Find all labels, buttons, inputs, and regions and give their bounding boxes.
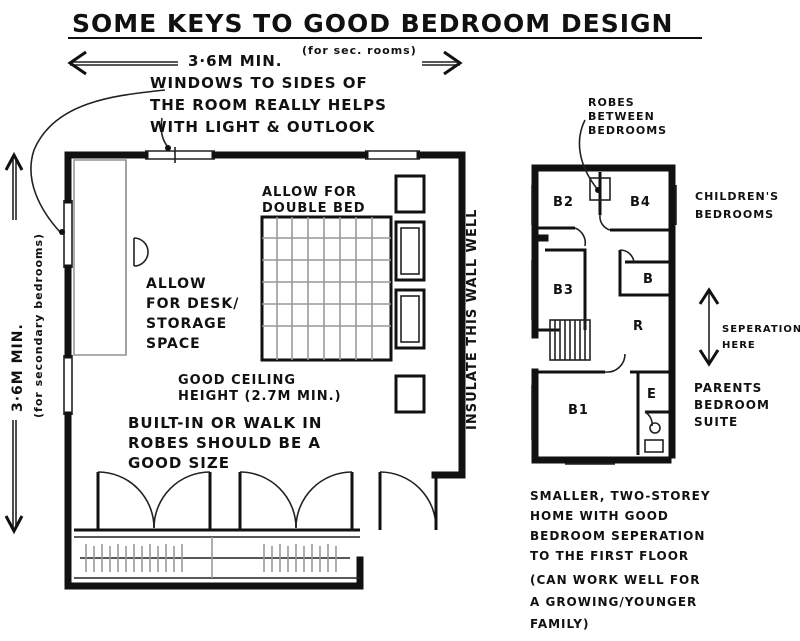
width-dimension-note: (for sec. rooms) [302, 44, 417, 57]
svg-text:BEDROOMS: BEDROOMS [695, 208, 774, 221]
desk-note: ALLOW FOR DESK/ STORAGE SPACE [146, 276, 239, 352]
windows-leader-line [30, 89, 166, 233]
width-dimension: 3·6M MIN. (for sec. rooms) [67, 44, 463, 76]
ceiling-note: GOOD CEILING HEIGHT (2.7M MIN.) [178, 373, 342, 404]
top-window-right [365, 150, 420, 160]
main-bedroom-plan [63, 147, 466, 590]
bedside-table-top [394, 174, 426, 214]
double-bed [260, 215, 426, 362]
robes-note: BUILT-IN OR WALK IN ROBES SHOULD BE A GO… [128, 414, 322, 472]
height-dimension-note: (for secondary bedrooms) [32, 233, 45, 418]
svg-text:PARENTS: PARENTS [694, 381, 762, 395]
desk-space [73, 159, 149, 356]
svg-text:HERE: HERE [722, 340, 756, 351]
robe-hangers [80, 537, 350, 578]
smaller-home-note: SMALLER, TWO-STOREY HOME WITH GOOD BEDRO… [530, 489, 711, 631]
svg-text:CHILDREN'S: CHILDREN'S [695, 190, 779, 203]
svg-text:SMALLER, TWO-STOREY: SMALLER, TWO-STOREY [530, 489, 711, 503]
svg-text:ALLOW: ALLOW [146, 276, 207, 292]
bedside-table-bottom [394, 374, 426, 414]
double-bed-note: ALLOW FOR DOUBLE BED [262, 185, 366, 216]
svg-text:WINDOWS TO SIDES OF: WINDOWS TO SIDES OF [150, 74, 368, 92]
insulate-note: INSULATE THIS WALL WELL [465, 209, 480, 430]
wardrobe-doors [96, 471, 438, 530]
robes-leader-dot [595, 187, 601, 193]
left-window-upper [63, 200, 73, 268]
svg-text:BEDROOM SEPERATION: BEDROOM SEPERATION [530, 529, 705, 543]
robes-leader-line [578, 119, 599, 191]
svg-text:BEDROOMS: BEDROOMS [588, 124, 667, 137]
childrens-note: CHILDREN'S BEDROOMS [695, 190, 779, 221]
svg-text:HEIGHT (2.7M MIN.): HEIGHT (2.7M MIN.) [178, 389, 342, 404]
left-window-lower [63, 355, 73, 415]
separation-note: SEPERATION HERE [722, 324, 800, 351]
svg-text:SEPERATION: SEPERATION [722, 324, 800, 335]
svg-text:FAMILY): FAMILY) [530, 617, 589, 631]
height-dimension-label: 3·6M MIN. [10, 323, 26, 412]
svg-text:THE ROOM REALLY HELPS: THE ROOM REALLY HELPS [150, 96, 387, 114]
page-title: SOME KEYS TO GOOD BEDROOM DESIGN [72, 9, 673, 38]
svg-text:FOR DESK/: FOR DESK/ [146, 296, 239, 312]
svg-text:BUILT-IN OR WALK IN: BUILT-IN OR WALK IN [128, 414, 322, 432]
svg-text:ALLOW FOR: ALLOW FOR [262, 185, 357, 200]
svg-text:A GROWING/YOUNGER: A GROWING/YOUNGER [530, 595, 697, 609]
svg-text:ROBES SHOULD BE A: ROBES SHOULD BE A [128, 434, 321, 452]
windows-leader-dot-left [59, 229, 65, 235]
room-b3: B3 [553, 283, 574, 298]
svg-text:BETWEEN: BETWEEN [588, 110, 655, 123]
room-e: E [647, 387, 657, 402]
windows-leader-line-2 [160, 117, 169, 148]
svg-text:ROBES: ROBES [588, 96, 635, 109]
room-r: R [633, 319, 644, 334]
parents-note: PARENTS BEDROOM SUITE [694, 381, 770, 429]
svg-text:STORAGE: STORAGE [146, 316, 227, 332]
windows-note: WINDOWS TO SIDES OF THE ROOM REALLY HELP… [150, 74, 387, 136]
room-b: B [643, 272, 654, 287]
windows-leader-dot-top [165, 145, 171, 151]
room-b4: B4 [630, 195, 651, 210]
svg-text:(CAN WORK WELL FOR: (CAN WORK WELL FOR [530, 573, 701, 587]
svg-text:BEDROOM: BEDROOM [694, 398, 770, 412]
svg-text:TO THE FIRST FLOOR: TO THE FIRST FLOOR [530, 549, 689, 563]
room-b2: B2 [553, 195, 574, 210]
two-storey-plan: B2 B4 B3 B R B1 E [531, 164, 677, 465]
stairs [549, 319, 591, 361]
svg-text:HOME WITH GOOD: HOME WITH GOOD [530, 509, 669, 523]
svg-text:WITH LIGHT & OUTLOOK: WITH LIGHT & OUTLOOK [150, 118, 376, 136]
width-dimension-label: 3·6M MIN. [188, 52, 282, 70]
room-b1: B1 [568, 403, 589, 418]
separation-arrow [698, 287, 720, 367]
top-window-left [145, 147, 215, 163]
svg-text:SPACE: SPACE [146, 336, 201, 352]
height-dimension: 3·6M MIN. (for secondary bedrooms) [4, 151, 48, 535]
robes-between-note: ROBES BETWEEN BEDROOMS [588, 96, 667, 137]
svg-text:GOOD SIZE: GOOD SIZE [128, 454, 230, 472]
svg-text:SUITE: SUITE [694, 415, 738, 429]
svg-text:GOOD CEILING: GOOD CEILING [178, 373, 296, 388]
svg-text:DOUBLE BED: DOUBLE BED [262, 201, 366, 216]
